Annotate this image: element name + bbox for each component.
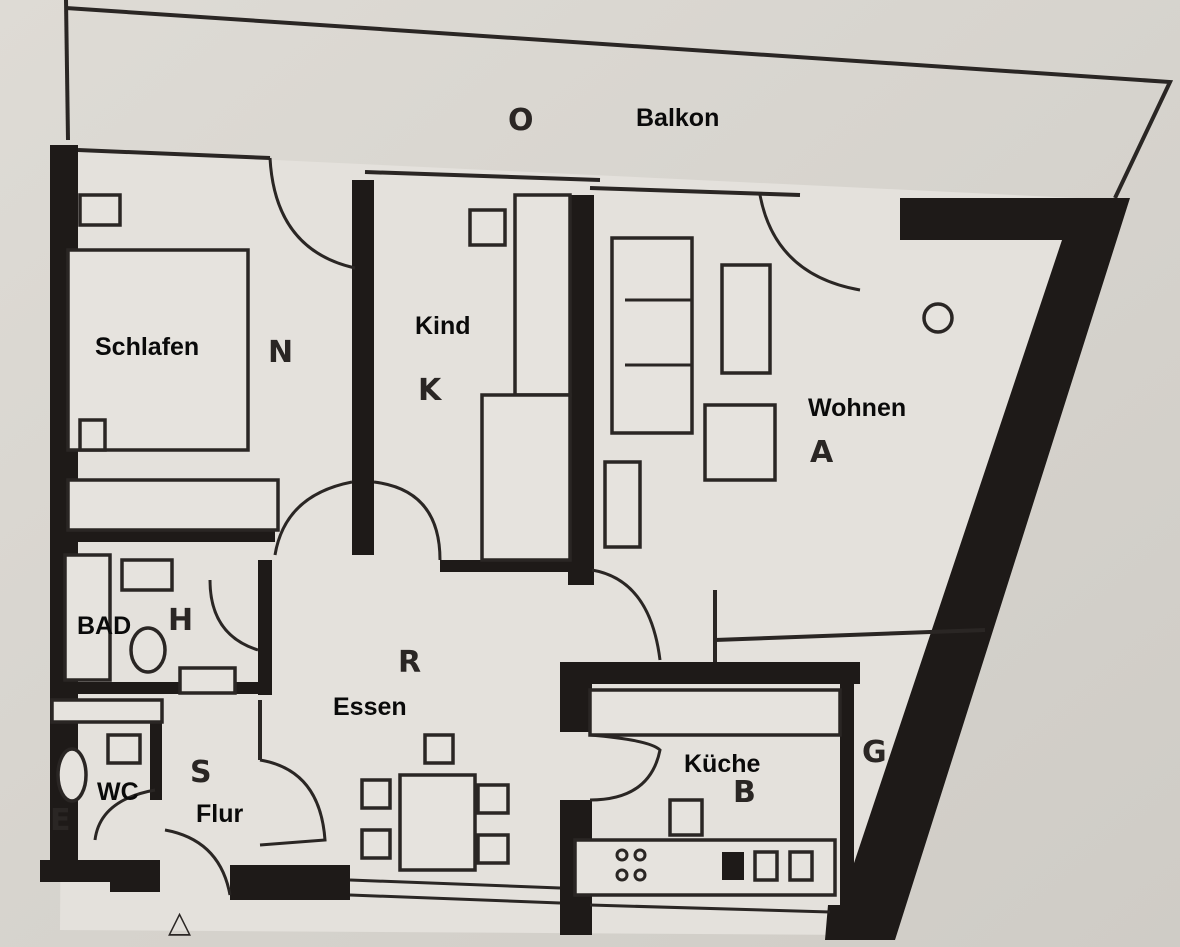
kind-letter: K <box>418 373 443 408</box>
label-balkon: Balkon <box>636 104 719 132</box>
label-kind: Kind <box>415 312 471 340</box>
label-wohnen: Wohnen <box>808 394 906 422</box>
label-flur: Flur <box>196 800 243 828</box>
flur-letter: S <box>190 755 212 790</box>
abstell-letter: G <box>862 735 887 770</box>
balkon-letter: O <box>508 103 534 138</box>
label-schlafen: Schlafen <box>95 333 199 361</box>
walls <box>40 145 1130 940</box>
wohnen-letter: A <box>810 435 834 470</box>
furniture <box>50 193 954 897</box>
label-bad: BAD <box>77 612 131 640</box>
doors <box>93 157 861 896</box>
schlafen-letter: N <box>268 335 293 370</box>
wc-letter: E <box>50 803 71 838</box>
label-wc: WC <box>97 778 139 806</box>
kueche-letter: B <box>733 775 756 810</box>
entrance-icon: △ <box>168 905 191 940</box>
label-kueche: Küche <box>684 750 761 778</box>
bad-letter: H <box>168 603 193 638</box>
balcony <box>64 0 1174 199</box>
label-essen: Essen <box>333 693 407 721</box>
essen-letter: R <box>398 645 421 680</box>
